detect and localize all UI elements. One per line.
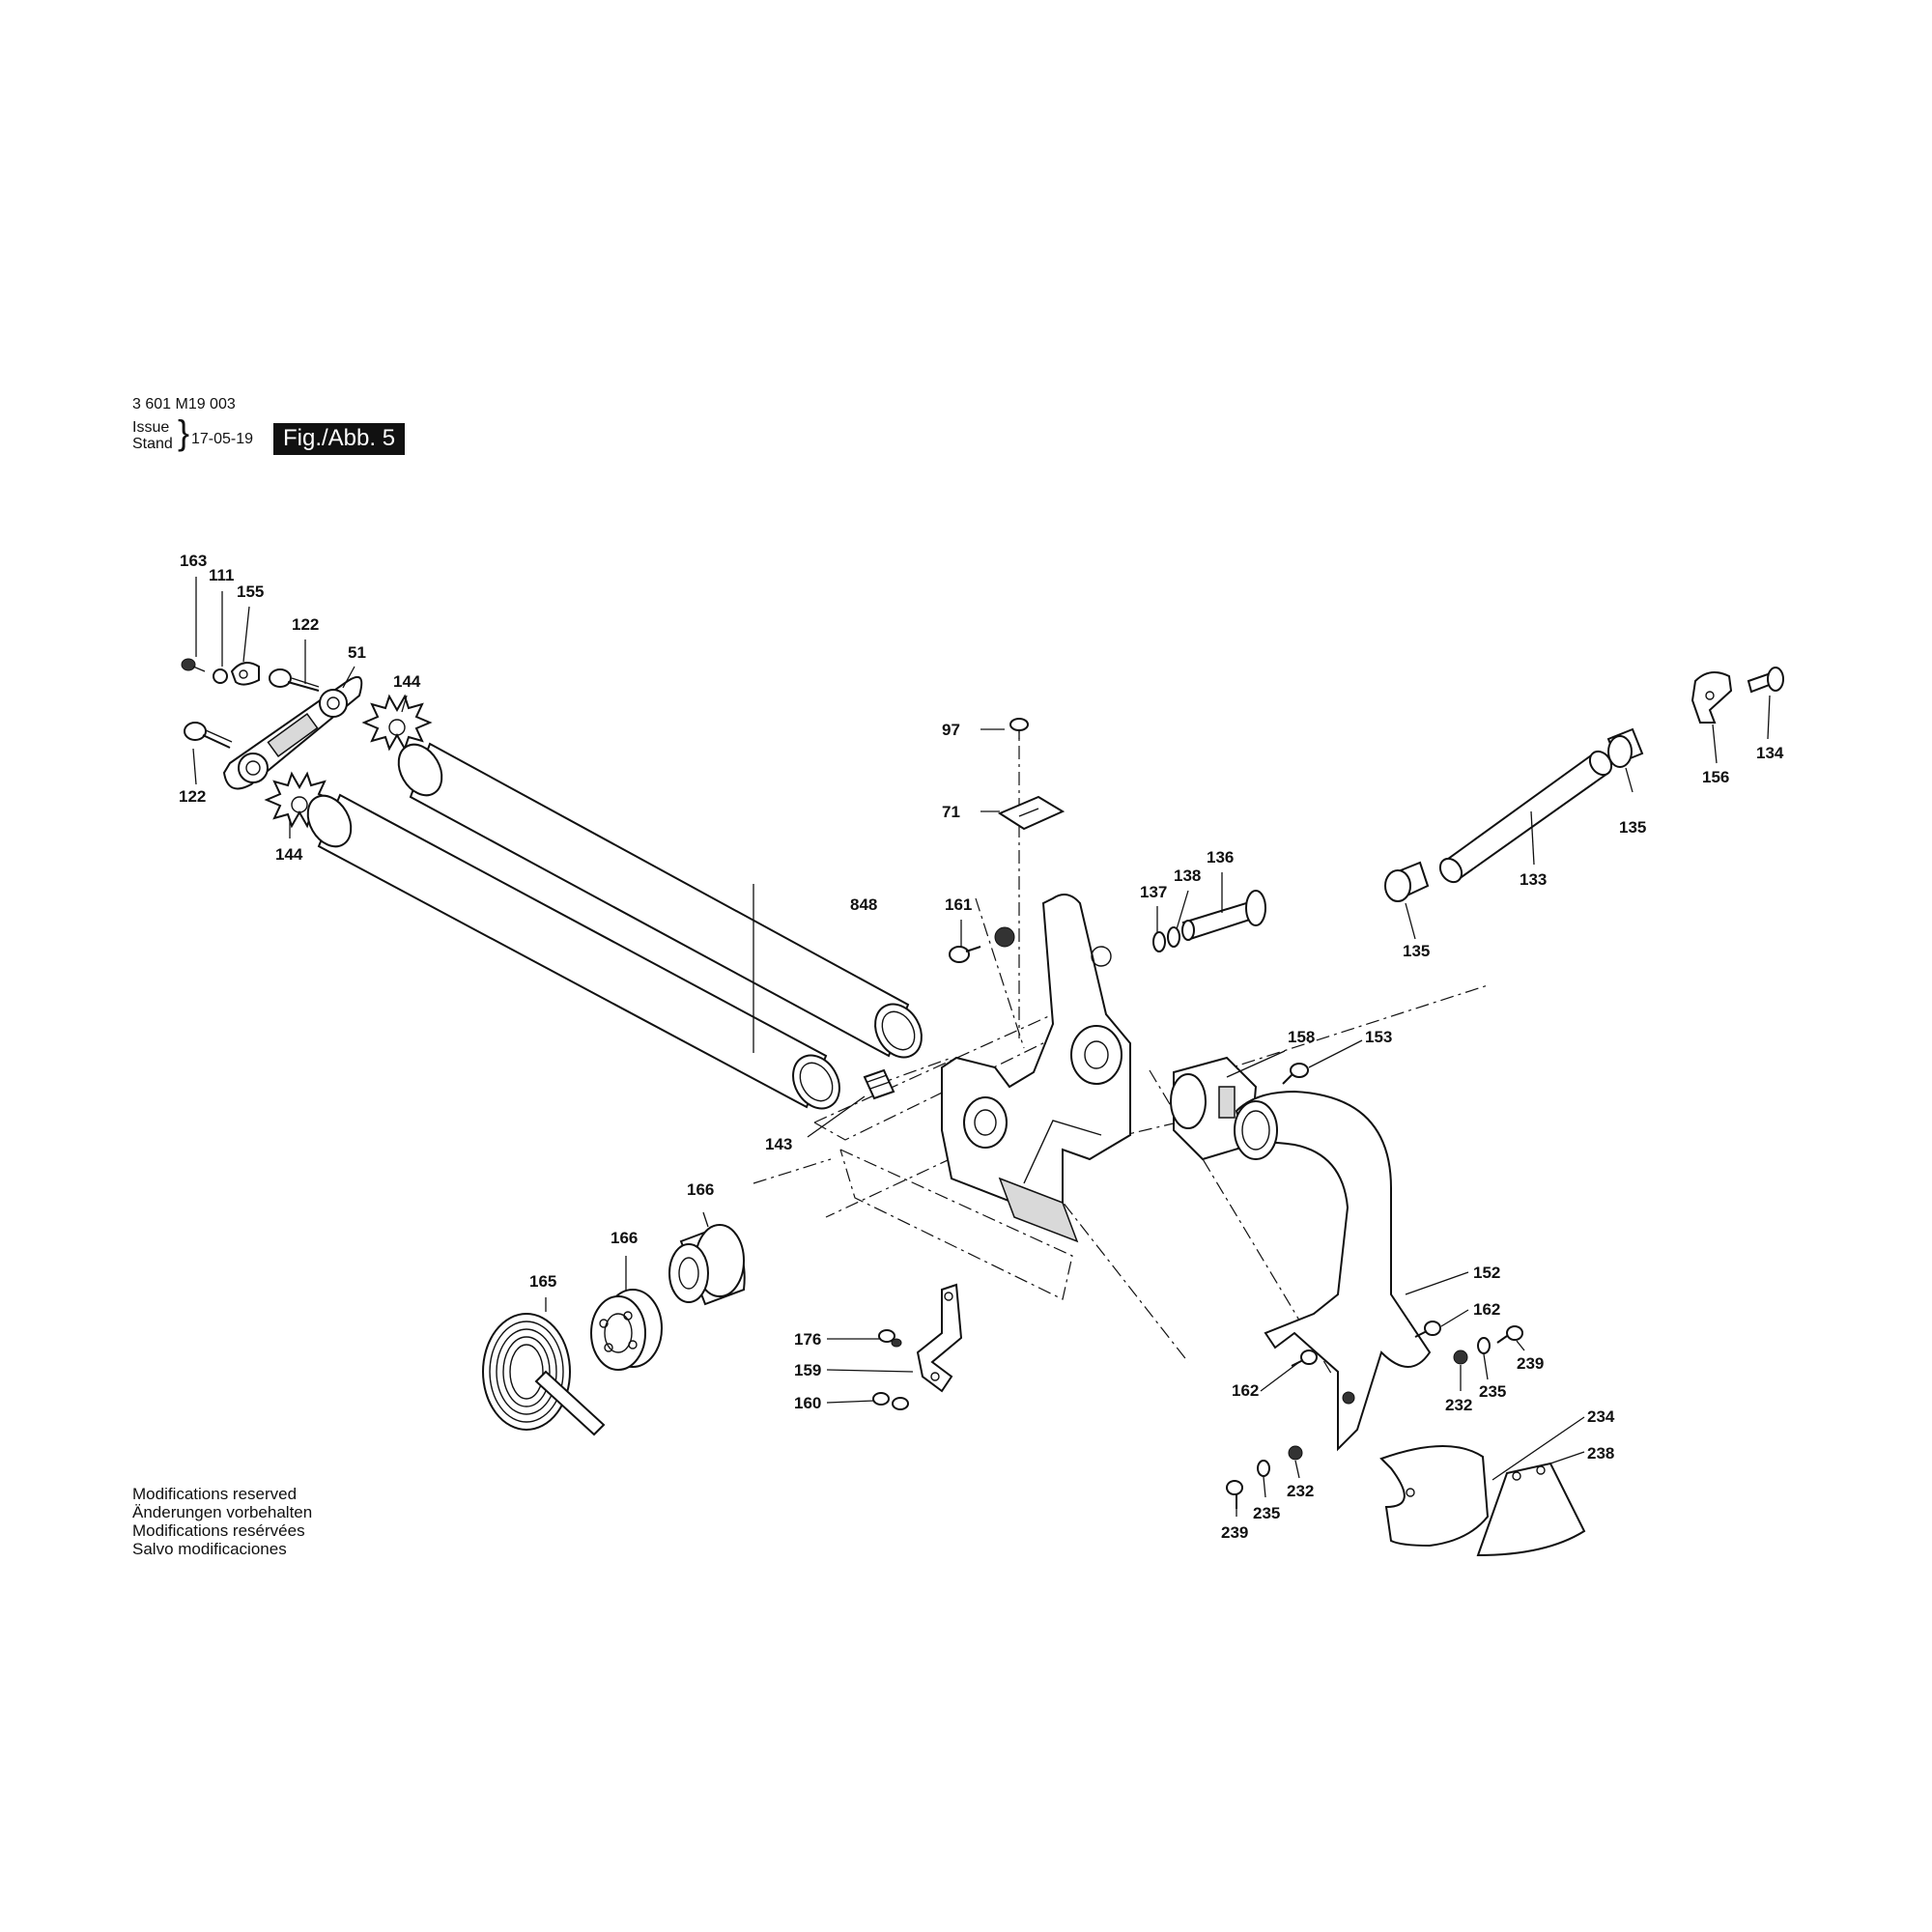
washer-235-upper bbox=[1477, 1337, 1491, 1354]
callout-166-lower: 166 bbox=[611, 1229, 638, 1247]
callout-144-lower: 144 bbox=[275, 845, 303, 864]
brace-glyph: } bbox=[178, 412, 190, 452]
bracket-159 bbox=[916, 1283, 963, 1393]
screw-122-lower bbox=[184, 722, 233, 749]
callout-134: 134 bbox=[1756, 744, 1784, 762]
screw-97 bbox=[1009, 718, 1029, 739]
callout-136: 136 bbox=[1207, 848, 1234, 867]
callout-158: 158 bbox=[1288, 1028, 1315, 1046]
callout-135-upper: 135 bbox=[1619, 818, 1646, 837]
plug-143 bbox=[863, 1068, 895, 1100]
modifications-line-de: Änderungen vorbehalten bbox=[132, 1503, 313, 1521]
callout-152: 152 bbox=[1473, 1264, 1500, 1282]
callout-155: 155 bbox=[237, 582, 264, 601]
callout-162-upper: 162 bbox=[1473, 1300, 1500, 1319]
callout-137: 137 bbox=[1140, 883, 1167, 901]
document-number: 3 601 M19 003 bbox=[132, 396, 236, 412]
modifications-line-fr: Modifications resérvées bbox=[132, 1521, 305, 1540]
callout-163: 163 bbox=[180, 552, 207, 570]
callout-153: 153 bbox=[1365, 1028, 1392, 1046]
screw-160 bbox=[872, 1392, 909, 1410]
modifications-notice: Modifications reserved Änderungen vorbeh… bbox=[132, 1485, 312, 1558]
ring-138 bbox=[1167, 926, 1180, 948]
screw-239-lower bbox=[1226, 1480, 1243, 1509]
callout-156: 156 bbox=[1702, 768, 1729, 786]
issue-label: Issue Stand bbox=[132, 419, 173, 452]
clip-155 bbox=[230, 662, 260, 686]
callout-239-upper: 239 bbox=[1517, 1354, 1544, 1373]
callout-159: 159 bbox=[794, 1361, 821, 1379]
screw-163 bbox=[181, 658, 206, 672]
callout-111: 111 bbox=[209, 566, 235, 584]
screw-239-upper bbox=[1496, 1325, 1523, 1344]
nut-232-lower bbox=[1288, 1445, 1303, 1461]
washer-111 bbox=[213, 668, 228, 684]
bushing-135-lower bbox=[1384, 861, 1430, 902]
callout-232-lower: 232 bbox=[1287, 1482, 1314, 1500]
pin-136 bbox=[1181, 890, 1266, 941]
issue-label-de: Stand bbox=[132, 436, 173, 452]
callout-51: 51 bbox=[348, 643, 366, 662]
ring-137 bbox=[1152, 931, 1166, 952]
callout-133: 133 bbox=[1520, 870, 1547, 889]
screw-176 bbox=[878, 1329, 902, 1348]
tube-848-upper bbox=[397, 742, 923, 1059]
end-bracket-51 bbox=[222, 676, 363, 790]
callout-labels: 163 111 155 122 51 144 122 144 97 71 848… bbox=[179, 552, 1784, 1542]
rod-133 bbox=[1438, 750, 1613, 884]
callout-122-lower: 122 bbox=[179, 787, 206, 806]
callout-235-upper: 235 bbox=[1479, 1382, 1506, 1401]
callout-144-upper: 144 bbox=[393, 672, 421, 691]
issue-label-en: Issue bbox=[132, 419, 170, 436]
callout-238: 238 bbox=[1587, 1444, 1614, 1463]
callout-162-lower: 162 bbox=[1232, 1381, 1259, 1400]
housing-casting bbox=[941, 894, 1131, 1243]
flap-238 bbox=[1476, 1462, 1586, 1557]
callout-232-upper: 232 bbox=[1445, 1396, 1472, 1414]
figure-badge: Fig./Abb. 5 bbox=[273, 423, 406, 455]
pin-134 bbox=[1747, 667, 1784, 694]
screw-153 bbox=[1282, 1063, 1309, 1085]
tube-848-lower bbox=[306, 793, 840, 1110]
nut-232-upper bbox=[1453, 1350, 1468, 1365]
issue-date: 17-05-19 bbox=[191, 431, 254, 447]
star-washer-144-upper bbox=[361, 694, 433, 752]
guard-234 bbox=[1379, 1445, 1490, 1548]
bushing-135-upper bbox=[1606, 727, 1644, 768]
callout-161: 161 bbox=[945, 895, 972, 914]
callout-165: 165 bbox=[529, 1272, 556, 1291]
spring-165 bbox=[482, 1313, 606, 1436]
callout-234: 234 bbox=[1587, 1407, 1615, 1426]
screw-161 bbox=[949, 946, 981, 963]
modifications-line-en: Modifications reserved bbox=[132, 1485, 298, 1503]
callout-166-upper: 166 bbox=[687, 1180, 714, 1199]
washer-235-lower bbox=[1257, 1460, 1270, 1477]
nut-161 bbox=[994, 926, 1015, 948]
chute-152 bbox=[1234, 1090, 1432, 1452]
clip-71 bbox=[997, 795, 1065, 831]
callout-71: 71 bbox=[942, 803, 960, 821]
callout-239-lower: 239 bbox=[1221, 1523, 1248, 1542]
callout-176: 176 bbox=[794, 1330, 821, 1349]
callout-235-lower: 235 bbox=[1253, 1504, 1280, 1522]
callout-143: 143 bbox=[765, 1135, 792, 1153]
bushing-166-large bbox=[668, 1224, 746, 1306]
callout-848: 848 bbox=[850, 895, 877, 914]
screw-162-upper bbox=[1414, 1321, 1441, 1338]
callout-135-lower: 135 bbox=[1403, 942, 1430, 960]
callout-138: 138 bbox=[1174, 867, 1201, 885]
lever-156 bbox=[1690, 671, 1733, 724]
callout-160: 160 bbox=[794, 1394, 821, 1412]
callout-97: 97 bbox=[942, 721, 960, 739]
callout-122-upper: 122 bbox=[292, 615, 319, 634]
leader-lines bbox=[192, 577, 1771, 1517]
modifications-line-es: Salvo modificaciones bbox=[132, 1540, 287, 1558]
bearing-166-small bbox=[590, 1289, 663, 1371]
screw-162-lower bbox=[1291, 1350, 1318, 1367]
screw-122-upper bbox=[269, 668, 320, 692]
